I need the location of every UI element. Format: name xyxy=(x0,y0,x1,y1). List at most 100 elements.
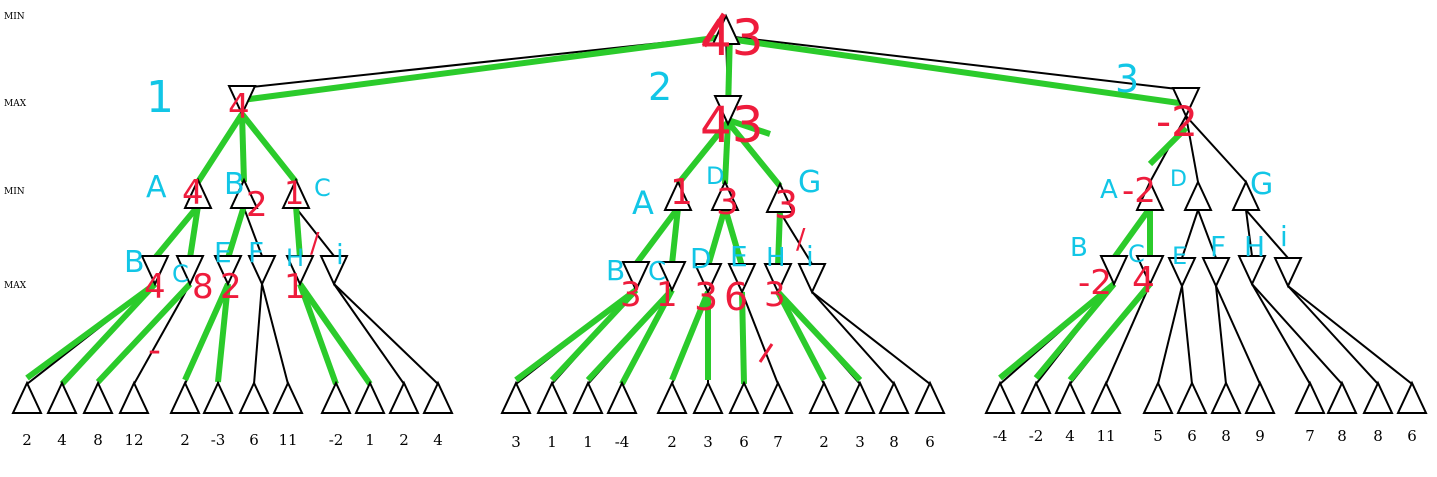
leaf-value-label: 7 xyxy=(773,433,783,451)
subtree1-max-label-c: C xyxy=(172,260,189,288)
subtree1-max-value-c: 8 xyxy=(192,267,214,307)
leaf-value-label: -2 xyxy=(329,431,344,449)
min-node xyxy=(183,177,213,209)
leaf-value-label: 6 xyxy=(1187,427,1197,445)
max-node-lower xyxy=(621,261,651,293)
max-leaf-edge xyxy=(1215,285,1227,385)
max-node-lower xyxy=(140,255,170,287)
subtree2-max-value-d: 3 xyxy=(694,275,718,319)
leaf-value-label: 12 xyxy=(124,431,143,449)
subtree2-max-label-h: H xyxy=(766,243,786,273)
subtree-number-3: 3 xyxy=(1115,57,1139,101)
leaf-value-label: 8 xyxy=(889,433,899,451)
subtree2-min-value-a: 1 xyxy=(670,172,693,213)
subtree3-max-value-c: 4 xyxy=(1132,260,1155,301)
leaf-node xyxy=(762,380,794,414)
leaf-value-label: 11 xyxy=(1096,427,1115,445)
highlight-edge xyxy=(514,287,638,383)
max-node-lower xyxy=(763,263,793,295)
subtree1-max-label-i: i xyxy=(336,238,344,271)
subtree2-tick-mark xyxy=(758,343,774,363)
highlight-edge xyxy=(705,207,728,267)
max-leaf-edge xyxy=(1181,285,1193,385)
max-leaf-edge xyxy=(333,283,439,385)
highlight-edge xyxy=(775,289,863,383)
leaf-value-label: 3 xyxy=(511,433,521,451)
handwritten-annotations: 43 1 2 3 4 A 4 B 2 1 C B C E F H i / 4 8… xyxy=(124,9,1288,371)
highlight-edge xyxy=(215,283,231,383)
max-node-lower xyxy=(247,255,277,287)
level-label-min-top: MIN xyxy=(4,12,25,22)
subtree3-max-label-i: i xyxy=(1280,220,1288,253)
highlight-edge xyxy=(585,287,675,383)
max-leaf-edge xyxy=(811,291,931,385)
leaf-node xyxy=(500,380,532,414)
subtree3-max-value-b: -2 xyxy=(1078,263,1112,303)
subtree1-min-value-b: 2 xyxy=(246,185,268,225)
leaf-node xyxy=(606,380,638,414)
min-max-edge xyxy=(1181,209,1199,259)
min-node xyxy=(1231,179,1261,211)
min-node xyxy=(1135,179,1165,211)
leaf-node xyxy=(844,380,876,414)
leaf-value-label: 1 xyxy=(583,433,593,451)
max-node-lower xyxy=(693,263,723,295)
highlight-edge xyxy=(239,113,247,183)
subtree1-min-label-b: B xyxy=(224,167,245,202)
max-node-lower xyxy=(1099,255,1129,287)
highlight-edge xyxy=(1033,282,1117,380)
leaf-node xyxy=(11,380,43,414)
highlight-edge xyxy=(95,281,193,385)
max-node-lower xyxy=(657,261,687,293)
subtree1-max-label-e: E xyxy=(214,236,232,269)
subtree-number-1: 1 xyxy=(146,72,174,123)
subtree1-max-label-h: H xyxy=(286,244,304,272)
subtree1-max-value-b: 4 xyxy=(144,267,166,307)
highlight-edge xyxy=(59,281,158,387)
subtree1-max-label-b: B xyxy=(124,245,145,280)
leaf-value-label: -2 xyxy=(1029,427,1044,445)
leaf-node xyxy=(914,380,946,414)
subtree-number-2: 2 xyxy=(648,65,672,109)
subtree2-max-label-i: i xyxy=(806,240,814,273)
leaf-value-label: 6 xyxy=(739,433,749,451)
highlight-edge xyxy=(239,112,299,184)
max-node xyxy=(227,85,257,117)
root-strike-mark xyxy=(701,12,727,48)
subtree3-min-label-g: G xyxy=(1250,167,1273,202)
max-node-lower xyxy=(319,255,349,287)
subtree1-max-value-e: 2 xyxy=(220,267,242,307)
level-label-min-lower: MIN xyxy=(4,187,25,197)
leaf-value-label: 6 xyxy=(249,431,259,449)
subtree2-max-value-c: 1 xyxy=(656,275,678,315)
leaf-node xyxy=(238,380,270,414)
min-max-edge xyxy=(1197,209,1217,259)
leaf-node xyxy=(728,380,760,414)
subtree2-max-label-d: D xyxy=(690,242,712,275)
subtree2-max-label-b: B xyxy=(606,254,625,287)
highlight-edge xyxy=(241,33,731,103)
max-node-lower xyxy=(1237,255,1267,287)
highlighted-paths xyxy=(25,31,1189,387)
leaf-node xyxy=(82,380,114,414)
leaf-value-label: 2 xyxy=(667,433,677,451)
subtree1-max-label-f: F xyxy=(248,236,264,269)
leaf-node xyxy=(388,380,420,414)
subtree2-max-value: 43 xyxy=(700,96,764,154)
leaf-value-label: 2 xyxy=(819,433,829,451)
highlight-edge xyxy=(195,112,245,184)
leaf-value-label: 4 xyxy=(57,431,67,449)
subtree1-min-value-c: 1 xyxy=(284,174,304,212)
max-node xyxy=(713,95,743,127)
leaf-value-label: 6 xyxy=(1407,427,1417,445)
root-min-node xyxy=(711,13,741,45)
max-leaf-edge xyxy=(1215,285,1261,385)
highlight-edge xyxy=(1067,282,1153,382)
highlight-edge xyxy=(633,206,681,266)
max-node-lower xyxy=(1135,255,1165,287)
max-node-lower xyxy=(175,255,205,287)
min-node xyxy=(1183,179,1213,211)
highlight-edge xyxy=(187,205,201,259)
leaf-value-label: -4 xyxy=(993,427,1008,445)
